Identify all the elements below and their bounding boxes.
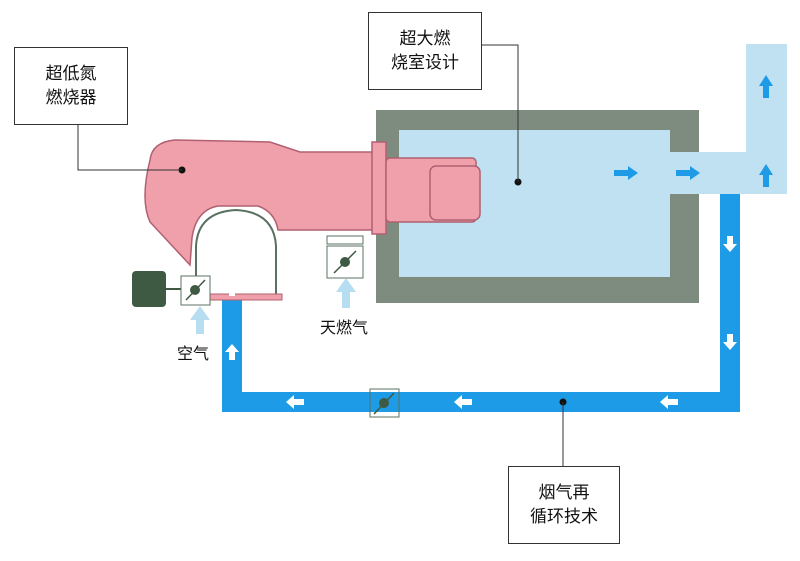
- pipe-arrow-down: [723, 334, 737, 350]
- pipe-arrow-up: [225, 280, 239, 296]
- chamber-callout-line2: 烧室设计: [391, 53, 459, 73]
- pipe-arrow-left: [286, 395, 304, 409]
- burner-body: [144, 139, 376, 267]
- burner-head-flange: [371, 141, 387, 235]
- pipe-arrow-left: [660, 395, 678, 409]
- burner-callout-line2: 燃烧器: [45, 88, 97, 108]
- flow-arrow-up: [759, 75, 773, 98]
- gas-inlet-arrow: [336, 278, 356, 308]
- fgr-callout-line2: 循环技术: [530, 507, 598, 527]
- fgr-callout: 烟气再 循环技术: [508, 466, 620, 544]
- fgr-pipe: [222, 194, 740, 412]
- air-label: 空气: [177, 344, 210, 363]
- fgr-callout-line1: 烟气再: [538, 483, 590, 503]
- gas-label: 天燃气: [320, 318, 369, 337]
- air-damper: [180, 275, 211, 306]
- fan-motor: [132, 271, 166, 307]
- fgr-damper: [369, 388, 400, 418]
- burner-nozzle: [429, 165, 481, 221]
- gas-valve: [326, 235, 364, 279]
- burner-callout-line1: 超低氮: [45, 64, 97, 84]
- pipe-arrow-up: [225, 344, 239, 360]
- burner-callout-line: [77, 125, 182, 171]
- chamber-callout-line1: 超大燃: [399, 29, 451, 49]
- chamber-callout: 超大燃 烧室设计: [368, 12, 482, 90]
- chamber-callout-line: [482, 44, 519, 182]
- pipe-arrow-down: [723, 236, 737, 252]
- pipe-arrow-left: [454, 395, 472, 409]
- air-housing: [195, 208, 277, 297]
- flow-arrow-right: [676, 166, 700, 180]
- flow-arrow-up: [759, 164, 773, 187]
- air-inlet-arrow: [190, 306, 210, 334]
- flow-arrow-right: [614, 166, 638, 180]
- burner-callout: 超低氮 燃烧器: [14, 47, 128, 125]
